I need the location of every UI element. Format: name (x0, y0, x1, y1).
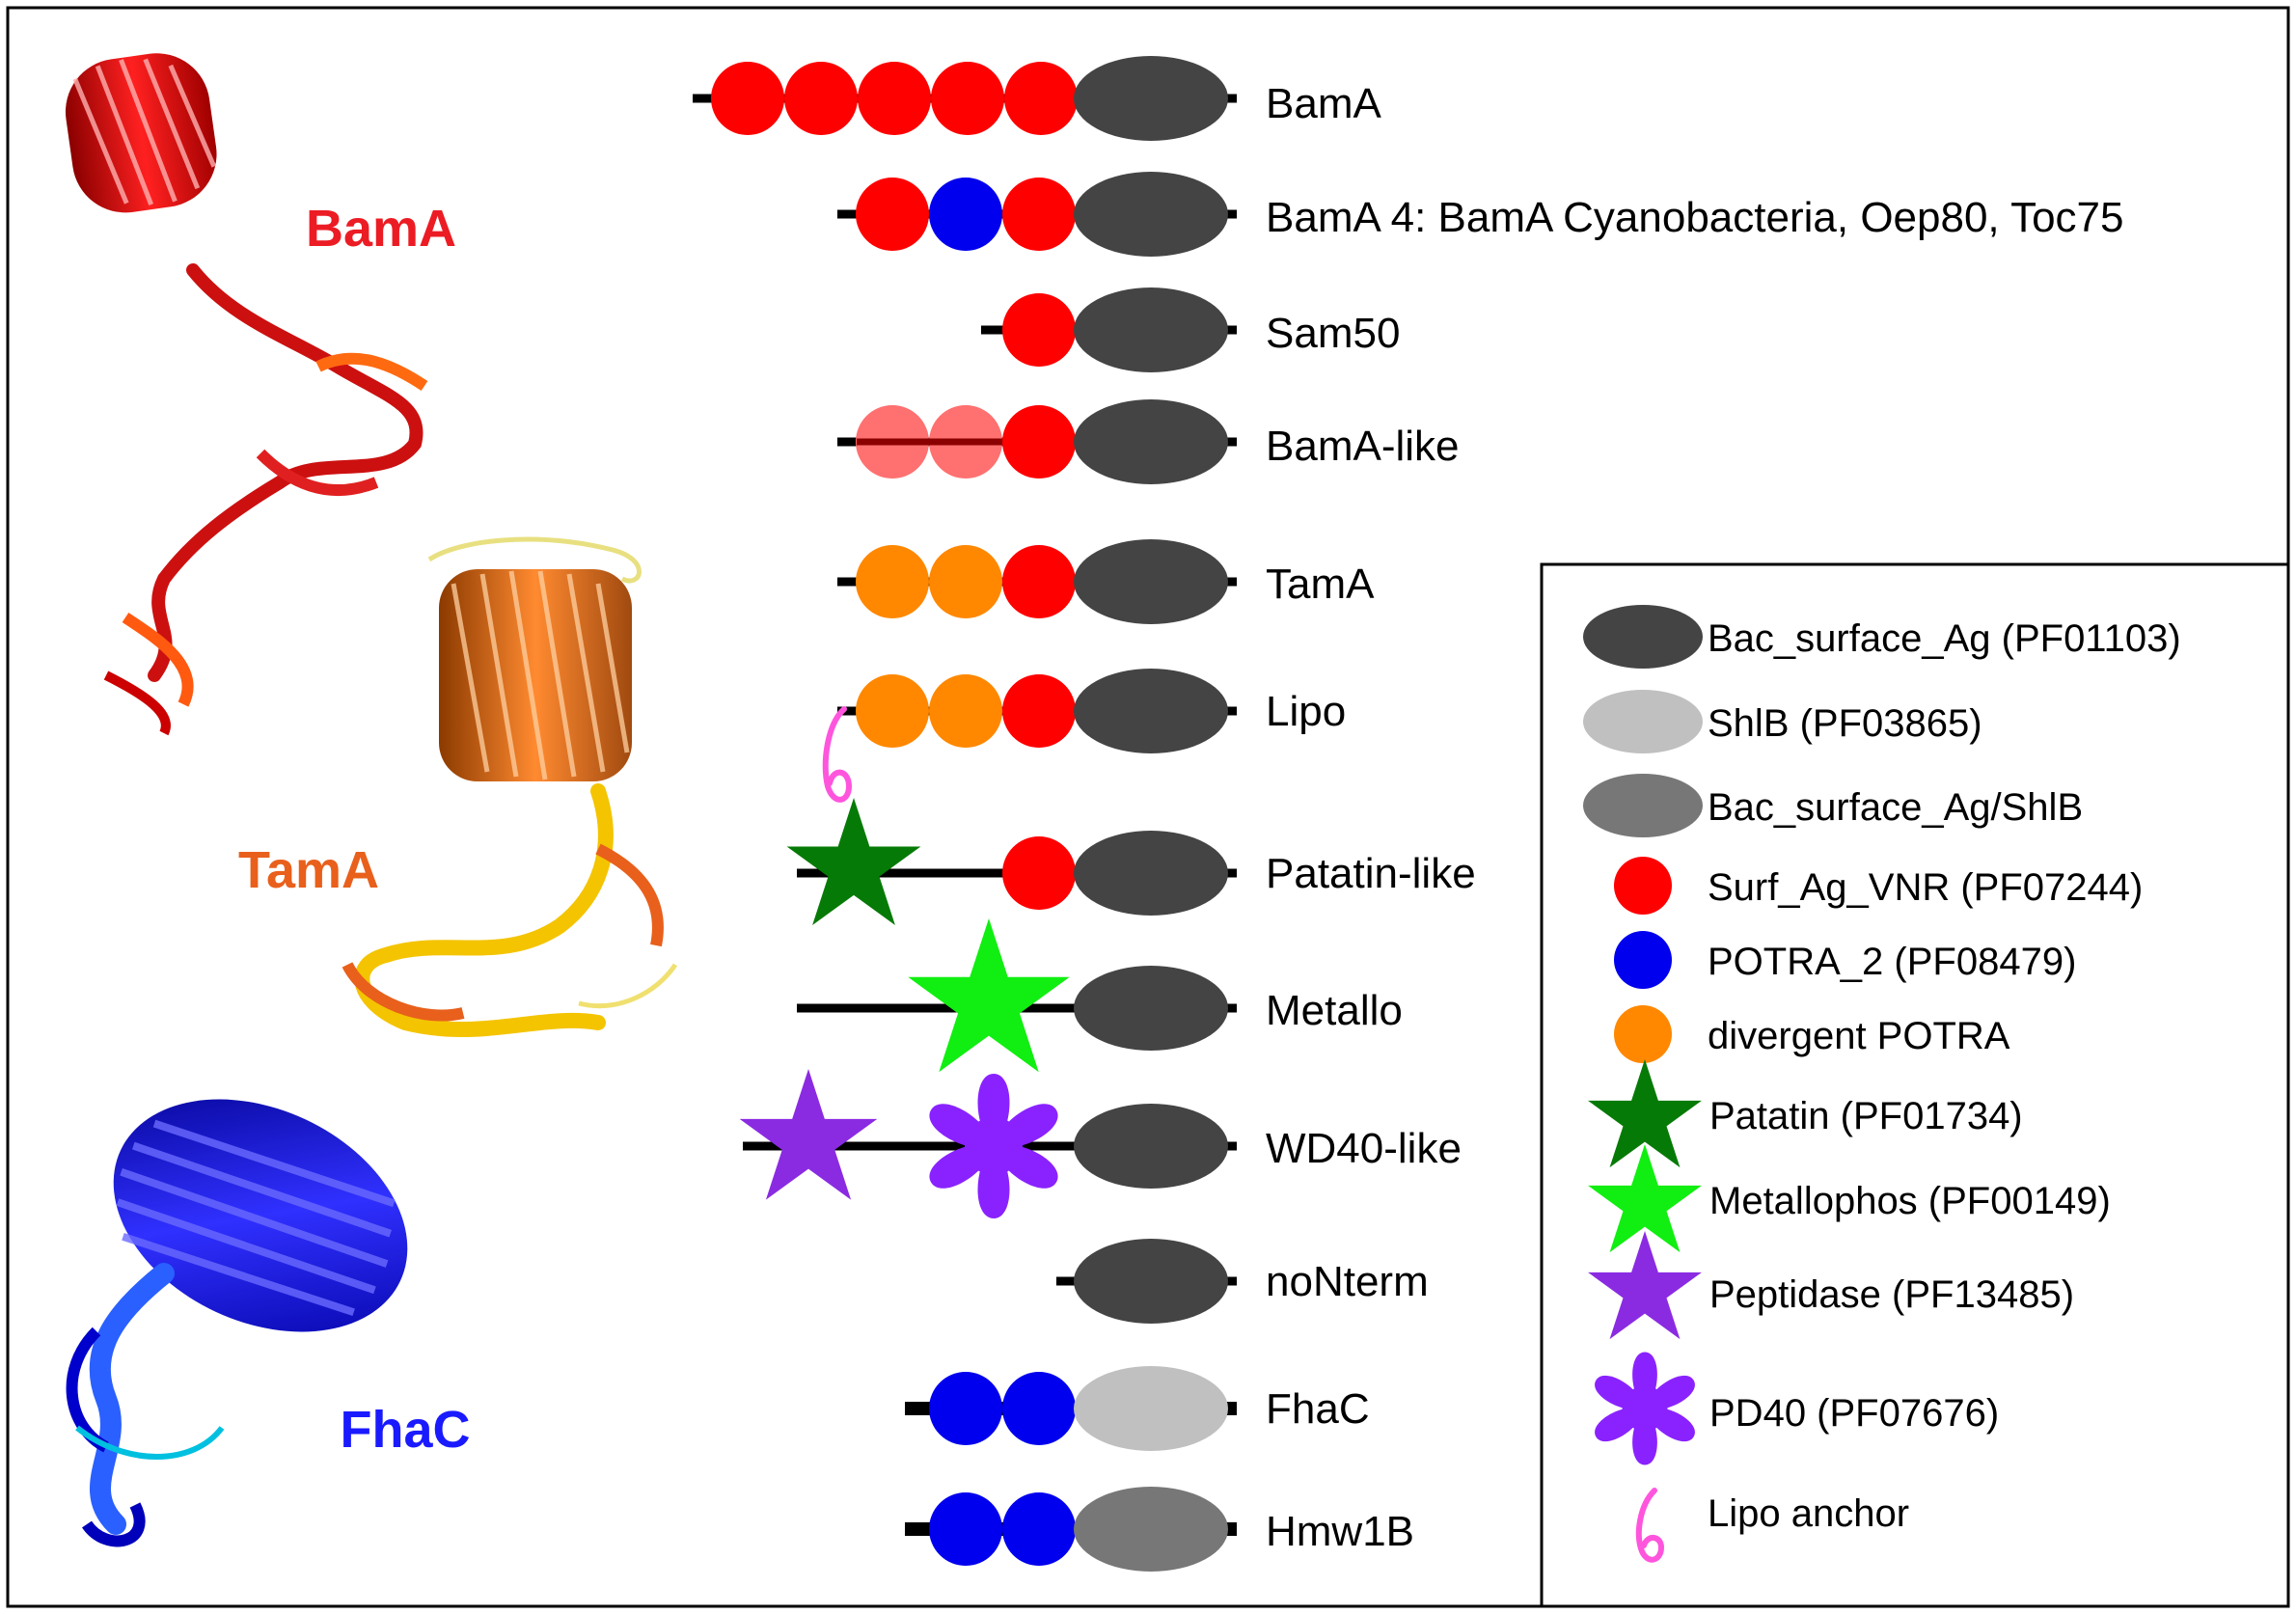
bac-surface-ag-domain (1074, 966, 1228, 1051)
bac-surface-ag-shlb-domain (1074, 1487, 1228, 1572)
metallophos-domain (908, 918, 1070, 1073)
surf-ag-vnr-domain (1002, 405, 1076, 479)
divergent-potra-domain (856, 674, 929, 748)
protein-label-bama-like: BamA-like (1266, 423, 1460, 470)
surf-ag-vnr-domain (931, 62, 1004, 135)
structure-label-fhac: FhaC (341, 1401, 471, 1459)
row-bama4: BamA 4: BamA Cyanobacteria, Oep80, Toc75 (837, 172, 2124, 257)
divergent-potra-domain (856, 545, 929, 618)
row-nonterm: noNterm (1056, 1239, 1429, 1324)
fhac-structure-image (66, 1099, 408, 1547)
row-tama: TamA (837, 539, 1375, 624)
surf-ag-vnr-domain (1002, 178, 1076, 251)
surf-ag-vnr-domain (784, 62, 858, 135)
structure-label-bama: BamA (306, 200, 456, 258)
legend-label: Patatin (PF01734) (1709, 1095, 2023, 1137)
legend-label: Bac_surface_Ag (PF01103) (1708, 617, 2181, 660)
potra-2-domain (929, 178, 1002, 251)
row-wd40-like: WD40-like (739, 1069, 1462, 1218)
surf-ag-vnr-domain (1002, 836, 1076, 910)
legend: Bac_surface_Ag (PF01103) ShlB (PF03865) … (1540, 562, 2290, 1608)
legend-label: Peptidase (PF13485) (1709, 1273, 2074, 1316)
legend-potra-2-swatch (1614, 931, 1672, 989)
legend-pd40-swatch (1589, 1352, 1701, 1465)
protein-label-hmw1b: Hmw1B (1266, 1508, 1414, 1555)
bac-surface-ag-domain (1074, 831, 1228, 916)
protein-label-tama: TamA (1266, 561, 1375, 608)
row-lipo: Lipo (822, 669, 1346, 803)
legend-label: Bac_surface_Ag/ShlB (1708, 786, 2083, 829)
protein-label-bama4: BamA 4: BamA Cyanobacteria, Oep80, Toc75 (1266, 194, 2124, 241)
potra-2-domain (929, 1492, 1002, 1566)
surf-ag-vnr-domain (1002, 293, 1076, 367)
row-hmw1b: Hmw1B (905, 1487, 1414, 1572)
surf-ag-vnr-domain (711, 62, 784, 135)
bac-surface-ag-domain (1074, 56, 1228, 141)
bama-structure-image (65, 53, 428, 736)
row-fhac: FhaC (905, 1366, 1370, 1451)
row-sam50: Sam50 (981, 287, 1400, 372)
legend-label: Metallophos (PF00149) (1709, 1180, 2111, 1222)
protein-label-metallo: Metallo (1266, 987, 1403, 1034)
bac-surface-ag-domain (1074, 287, 1228, 372)
potra-2-domain (929, 1372, 1002, 1445)
legend-divergent-potra-swatch (1614, 1005, 1672, 1063)
patatin-domain (786, 798, 921, 926)
protein-label-lipo: Lipo (1266, 688, 1346, 735)
protein-label-bama: BamA (1266, 80, 1381, 127)
surf-ag-vnr-domain (858, 62, 931, 135)
legend-bac-surface-ag-shlb-swatch (1583, 774, 1703, 837)
legend-label: PD40 (PF07676) (1709, 1392, 1999, 1435)
row-metallo: Metallo (797, 918, 1403, 1073)
row-patatin-like: Patatin-like (786, 798, 1476, 926)
protein-label-sam50: Sam50 (1266, 310, 1400, 357)
legend-lipo-anchor-icon (1635, 1488, 1665, 1563)
legend-surf-ag-vnr-swatch (1614, 857, 1672, 915)
legend-label: Lipo anchor (1708, 1492, 1909, 1535)
surf-ag-vnr-domain (1002, 674, 1076, 748)
bac-surface-ag-domain (1074, 1239, 1228, 1324)
divergent-potra-domain (929, 674, 1002, 748)
legend-label: divergent POTRA (1708, 1015, 2010, 1057)
protein-label-nonterm: noNterm (1266, 1258, 1429, 1305)
legend-label: Surf_Ag_VNR (PF07244) (1708, 866, 2143, 909)
surf-ag-vnr-domain (1004, 62, 1078, 135)
lipo-anchor-icon (822, 706, 853, 803)
potra-2-domain (1002, 1492, 1076, 1566)
surf-ag-vnr-domain (1002, 545, 1076, 618)
bac-surface-ag-domain (1074, 669, 1228, 753)
bac-surface-ag-domain (1074, 1104, 1228, 1189)
protein-label-fhac: FhaC (1266, 1385, 1370, 1433)
potra-2-domain (1002, 1372, 1076, 1445)
legend-shlb-swatch (1583, 690, 1703, 753)
pd40-domain (922, 1074, 1065, 1218)
row-bama: BamA (693, 56, 1381, 141)
structure-label-tama: TamA (238, 841, 379, 899)
surf-ag-vnr-domain (856, 178, 929, 251)
bac-surface-ag-domain (1074, 539, 1228, 624)
peptidase-domain (739, 1069, 878, 1200)
protein-label-wd40-like: WD40-like (1266, 1125, 1462, 1172)
tama-structure-image (342, 536, 678, 1038)
divergent-potra-domain (929, 545, 1002, 618)
legend-label: ShlB (PF03865) (1708, 702, 1982, 745)
bac-surface-ag-domain (1074, 399, 1228, 484)
legend-bac-surface-ag-swatch (1583, 605, 1703, 669)
bac-surface-ag-domain (1074, 172, 1228, 257)
row-bama-like: BamA-like (837, 399, 1460, 484)
protein-label-patatin-like: Patatin-like (1266, 850, 1476, 897)
shlb-domain (1074, 1366, 1228, 1451)
legend-label: POTRA_2 (PF08479) (1708, 941, 2076, 983)
